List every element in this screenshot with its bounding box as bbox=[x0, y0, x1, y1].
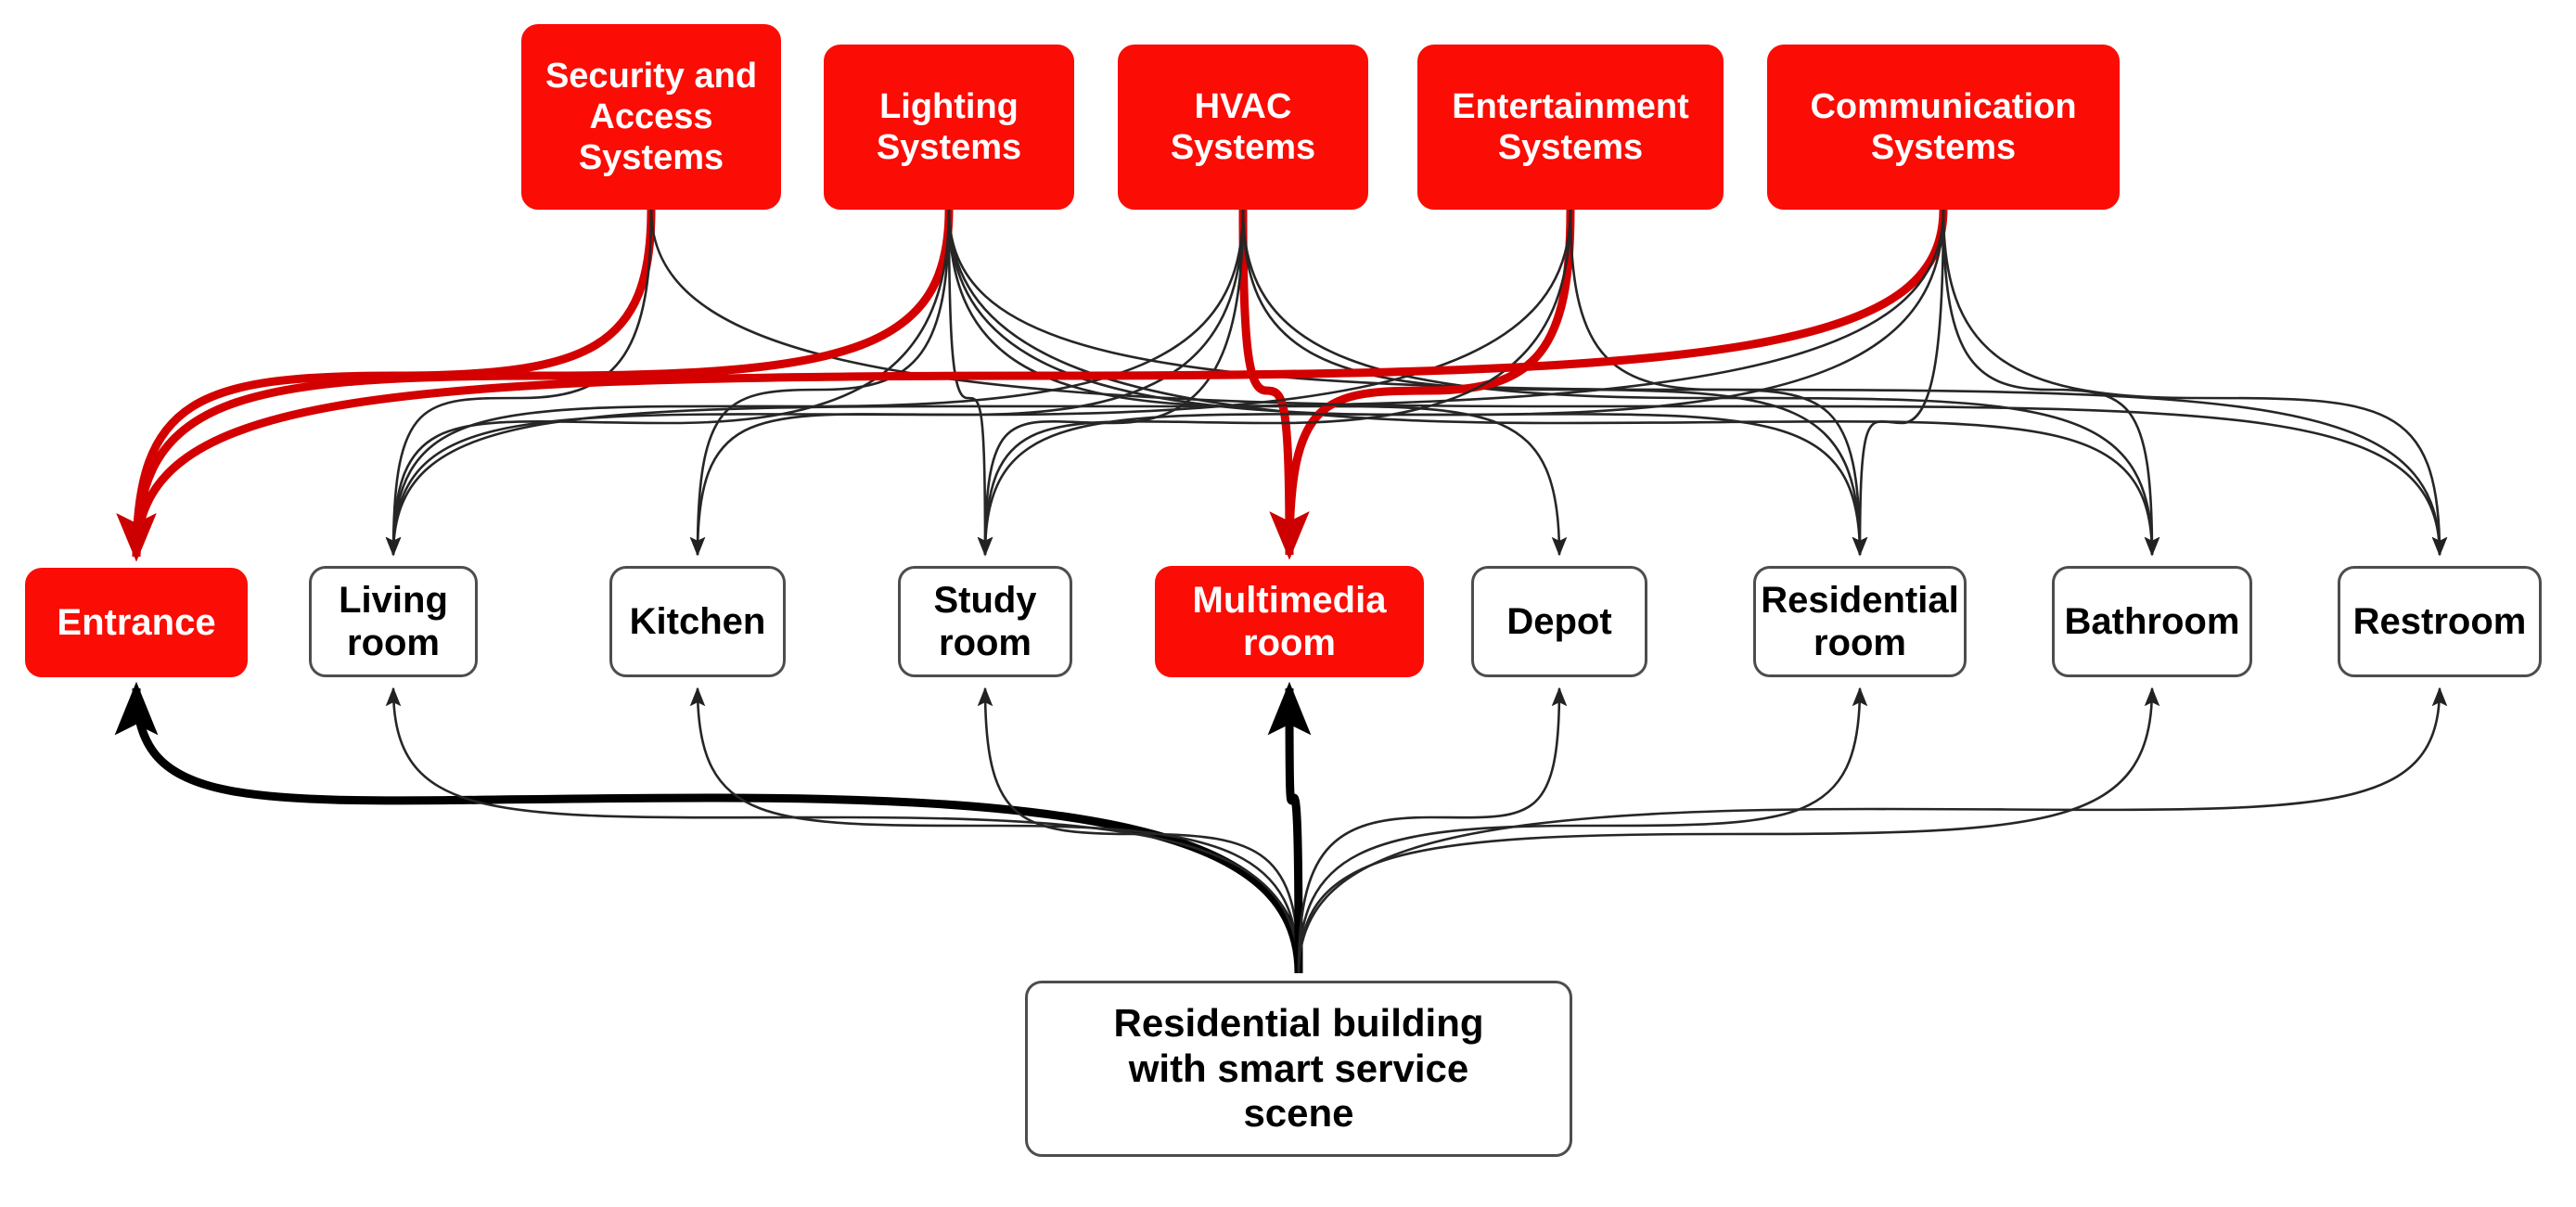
room-node-study[interactable]: Study room bbox=[898, 566, 1072, 677]
edge-security-to-restroom bbox=[649, 209, 2448, 557]
edge-scene-to-bathroom bbox=[1297, 687, 2160, 974]
room-node-living[interactable]: Living room bbox=[309, 566, 478, 677]
edge-hvac-to-residential bbox=[1241, 209, 1868, 557]
edge-communication-to-residential bbox=[1852, 209, 1945, 557]
edge-communication-to-living bbox=[385, 209, 1945, 557]
edge-hvac-to-bathroom bbox=[1241, 209, 2160, 557]
edge-hvac-to-study bbox=[977, 209, 1245, 557]
edge-scene-to-depot bbox=[1297, 687, 1568, 974]
edge-entertainment-to-multimedia bbox=[1269, 209, 1575, 560]
room-node-bathroom[interactable]: Bathroom bbox=[2052, 566, 2252, 677]
edge-lighting-to-entrance bbox=[116, 209, 954, 562]
edge-scene-to-living bbox=[385, 687, 1301, 974]
edge-lighting-to-kitchen bbox=[689, 209, 951, 557]
edge-hvac-to-multimedia bbox=[1238, 209, 1310, 560]
edge-scene-to-study bbox=[977, 687, 1301, 974]
room-node-depot[interactable]: Depot bbox=[1471, 566, 1647, 677]
edge-scene-to-residential bbox=[1297, 687, 1868, 974]
system-node-communication[interactable]: Communication Systems bbox=[1767, 45, 2120, 210]
edge-lighting-to-living bbox=[385, 209, 951, 557]
room-node-restroom[interactable]: Restroom bbox=[2338, 566, 2542, 677]
edge-scene-to-multimedia bbox=[1267, 681, 1312, 974]
room-node-residential[interactable]: Residential room bbox=[1753, 566, 1967, 677]
edge-scene-to-kitchen bbox=[689, 687, 1301, 974]
system-node-lighting[interactable]: Lighting Systems bbox=[824, 45, 1074, 210]
edge-lighting-to-restroom bbox=[947, 209, 2448, 557]
scene-node-scene[interactable]: Residential building with smart service … bbox=[1025, 981, 1572, 1157]
edge-entertainment-to-study bbox=[977, 209, 1572, 557]
room-node-entrance[interactable]: Entrance bbox=[25, 568, 248, 677]
edge-communication-to-entrance bbox=[116, 209, 1948, 562]
edge-communication-to-study bbox=[977, 209, 1945, 557]
edge-lighting-to-study bbox=[947, 209, 993, 557]
room-node-kitchen[interactable]: Kitchen bbox=[609, 566, 786, 677]
system-node-hvac[interactable]: HVAC Systems bbox=[1118, 45, 1368, 210]
edge-entertainment-to-living bbox=[385, 209, 1572, 557]
edge-scene-to-restroom bbox=[1297, 687, 2448, 974]
system-node-entertainment[interactable]: Entertainment Systems bbox=[1417, 45, 1724, 210]
edge-entertainment-to-residential bbox=[1569, 209, 1868, 557]
system-node-security[interactable]: Security and Access Systems bbox=[521, 24, 781, 210]
edge-scene-to-entrance bbox=[114, 681, 1303, 974]
edge-security-to-living bbox=[385, 209, 653, 557]
edge-lighting-to-bathroom bbox=[947, 209, 2160, 557]
room-node-multimedia[interactable]: Multimedia room bbox=[1155, 566, 1424, 677]
edge-communication-to-bathroom bbox=[1942, 209, 2160, 557]
edge-communication-to-restroom bbox=[1942, 209, 2448, 557]
